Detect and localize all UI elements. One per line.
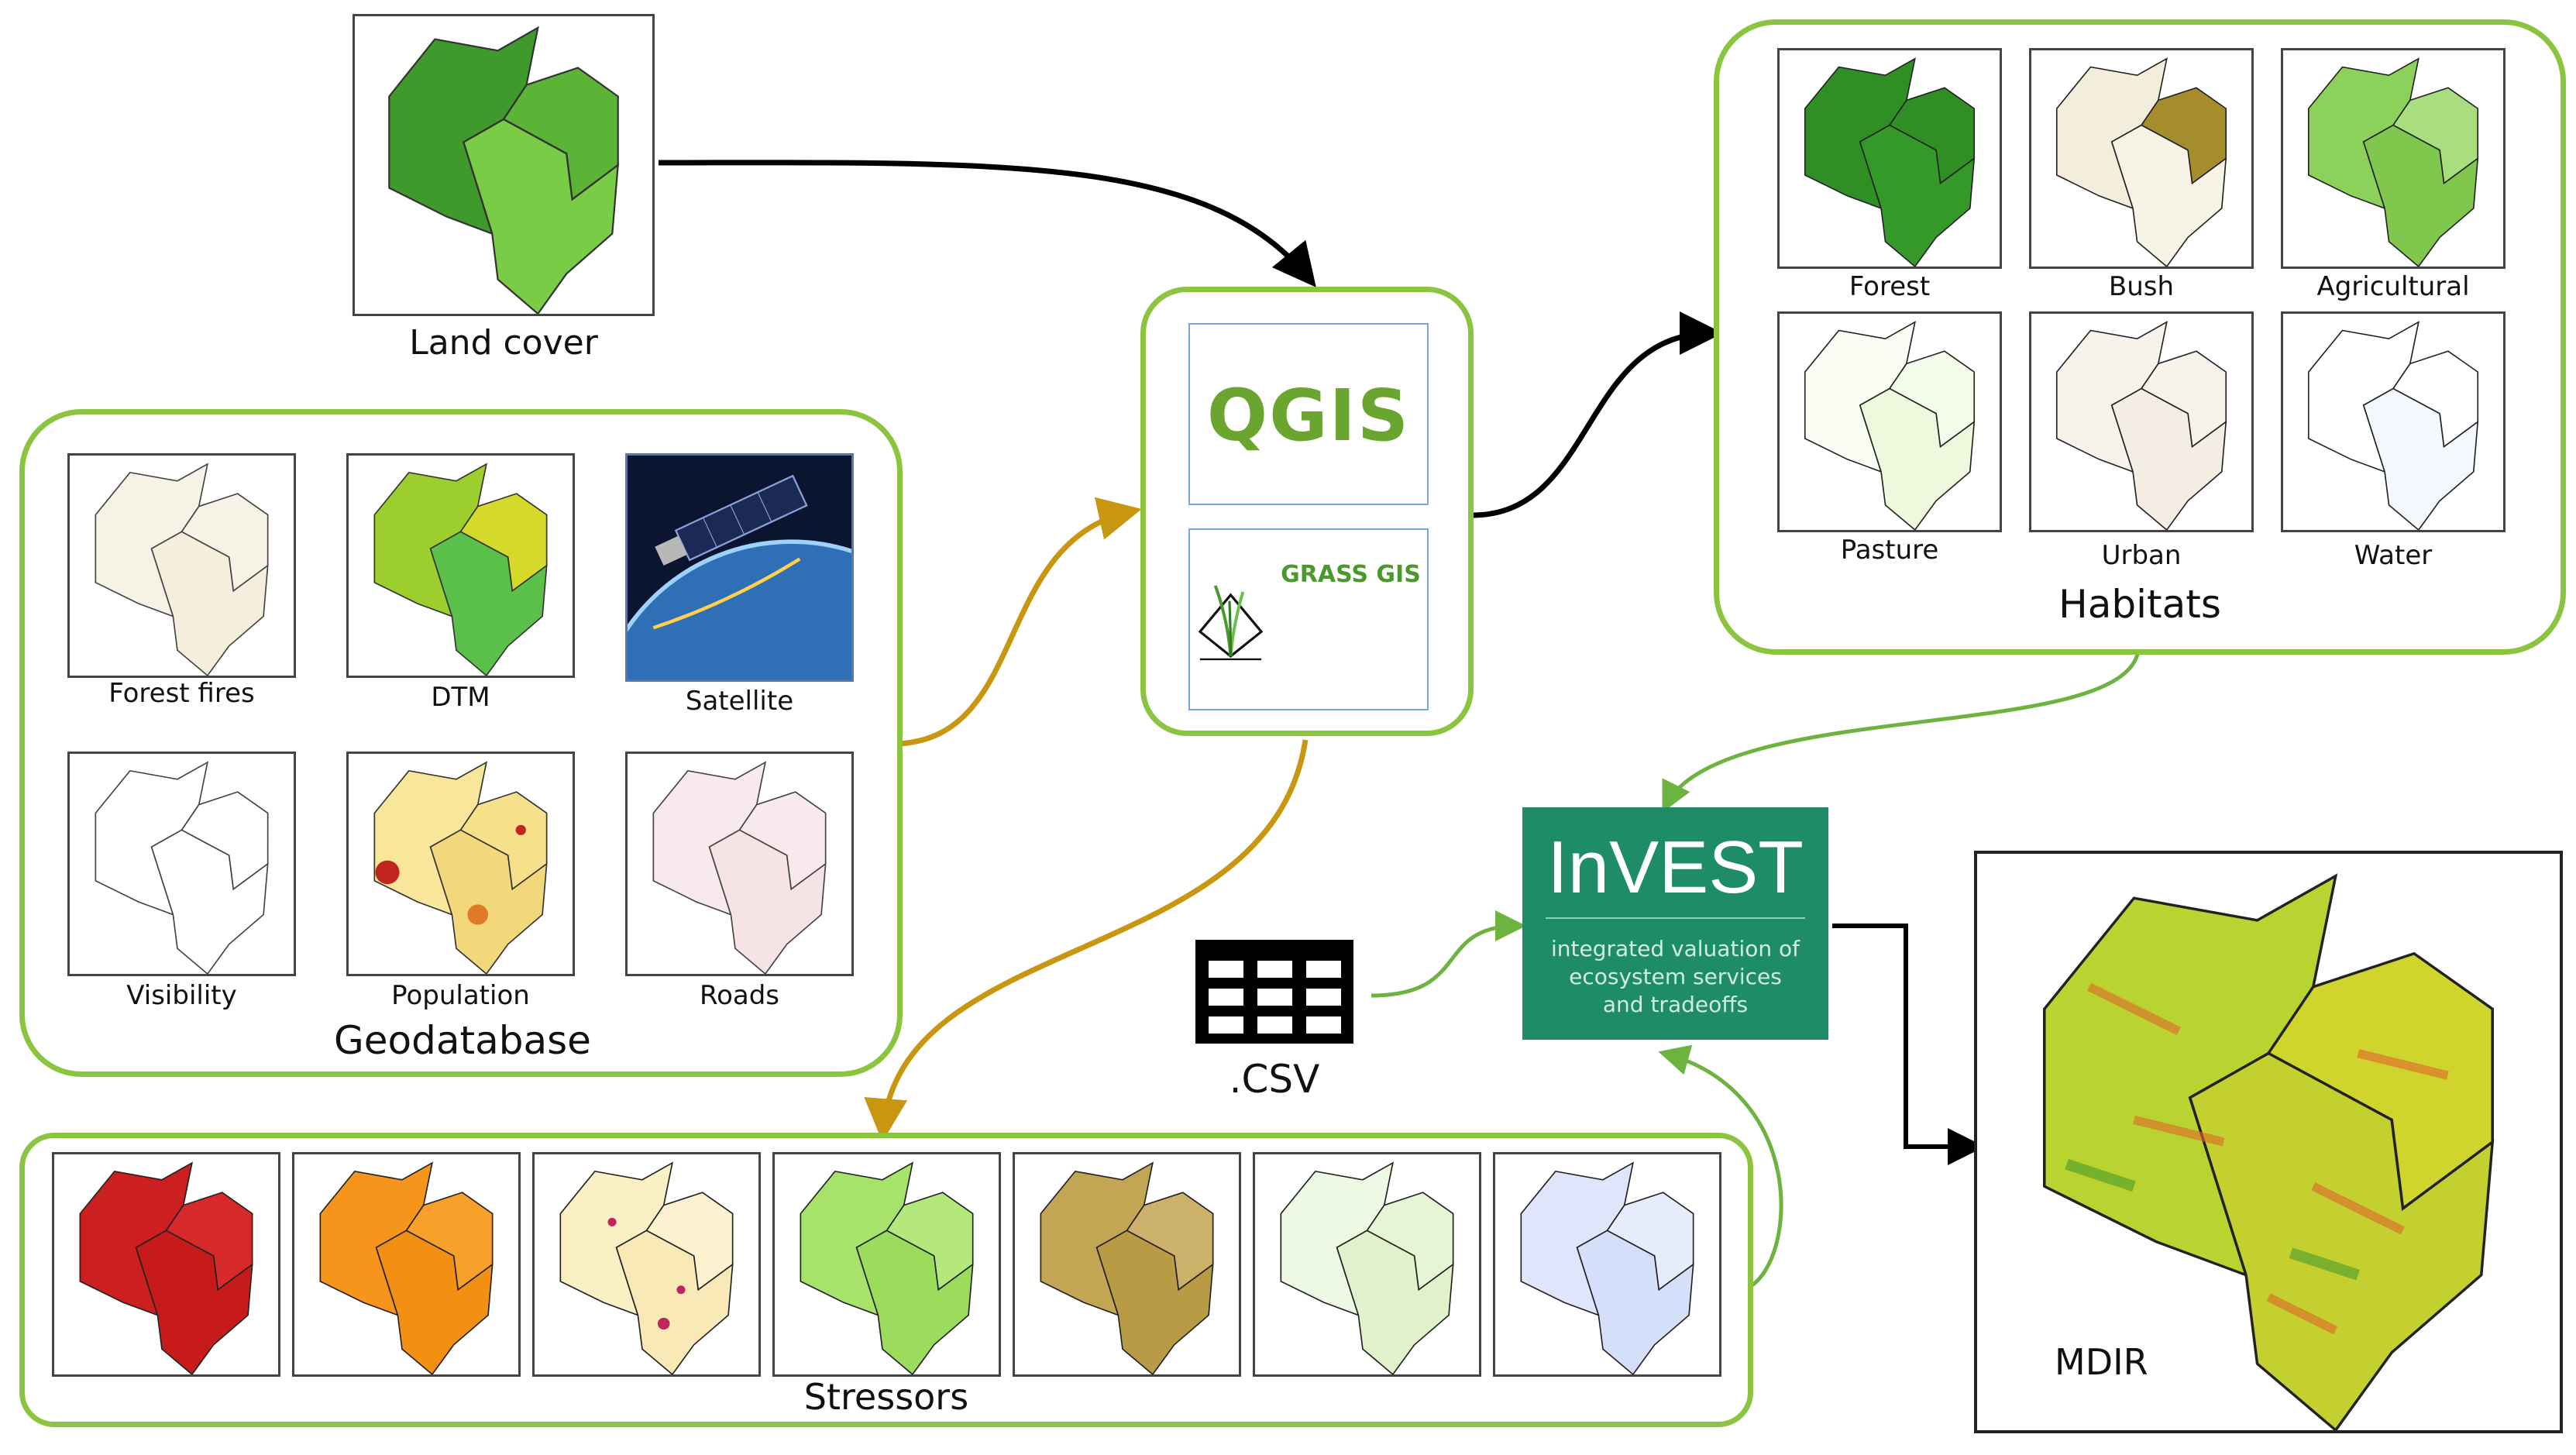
satellite-label: Satellite <box>685 686 794 717</box>
roads-label: Roads <box>699 980 780 1011</box>
agricultural-habitat-map <box>2281 48 2505 269</box>
forest-fires-label: Forest fires <box>108 678 255 709</box>
water-label: Water <box>2354 540 2433 571</box>
stressor-map-1 <box>52 1152 280 1377</box>
habitats-title: Habitats <box>2058 582 2221 627</box>
land-cover-label: Land cover <box>409 323 598 363</box>
grass-diamond-icon <box>1198 585 1264 661</box>
visibility-map <box>67 752 296 976</box>
forest-label: Forest <box>1849 271 1931 302</box>
agricultural-label: Agricultural <box>2316 271 2470 302</box>
urban-label: Urban <box>2101 540 2182 571</box>
land-cover-map <box>353 14 655 316</box>
stressors-title: Stressors <box>803 1376 969 1418</box>
invest-box: InVEST integrated valuation of ecosystem… <box>1522 807 1828 1040</box>
grass-logo-text: GRASS GIS <box>1281 561 1421 588</box>
mdir-label: MDIR <box>2055 1341 2148 1383</box>
qgis-logo: QGIS <box>1206 374 1411 457</box>
stressor-map-5 <box>1013 1152 1241 1377</box>
stressor-map-4 <box>772 1152 1001 1377</box>
invest-subtitle-2: ecosystem services <box>1569 964 1782 989</box>
forest-habitat-map <box>1777 48 2002 269</box>
arrow-landcover-to-qgis <box>658 160 1316 287</box>
csv-label: .CSV <box>1229 1057 1320 1102</box>
water-habitat-map <box>2281 311 2505 532</box>
population-map <box>346 752 575 976</box>
invest-subtitle-1: integrated valuation of <box>1551 936 1800 961</box>
stressor-map-6 <box>1253 1152 1481 1377</box>
arrow-csv-to-invest <box>1371 910 1526 998</box>
grass-logo-box: GRASS GIS <box>1188 528 1429 710</box>
stressor-map-7 <box>1493 1152 1721 1377</box>
satellite-image <box>625 453 854 682</box>
qgis-logo-box: QGIS <box>1188 323 1429 505</box>
forest-fires-map <box>67 453 296 678</box>
processing-group: QGIS GRASS GIS <box>1140 287 1474 736</box>
invest-title: InVEST <box>1547 826 1804 909</box>
bush-habitat-map <box>2029 48 2254 269</box>
urban-habitat-map <box>2029 311 2254 532</box>
geodatabase-group: Forest fires DTM Satellite Visibility Po… <box>19 409 903 1077</box>
visibility-label: Visibility <box>126 980 237 1011</box>
population-label: Population <box>391 980 530 1011</box>
stressors-group: Stressors <box>19 1133 1753 1427</box>
dtm-label: DTM <box>431 682 490 713</box>
arrow-qgis-to-habitats <box>1471 311 1723 518</box>
arrow-invest-to-mdir <box>1832 924 1985 1165</box>
invest-subtitle-3: and tradeoffs <box>1602 992 1749 1017</box>
mdir-result-map: MDIR <box>1974 851 2563 1433</box>
stressor-map-3 <box>532 1152 761 1377</box>
roads-map <box>625 752 854 976</box>
pasture-habitat-map <box>1777 311 2002 532</box>
invest-divider <box>1546 917 1805 919</box>
geodatabase-title: Geodatabase <box>334 1018 591 1063</box>
arrow-geodatabase-to-qgis <box>898 497 1142 747</box>
csv-table-icon <box>1193 937 1356 1046</box>
dtm-map <box>346 453 575 678</box>
habitats-group: Forest Bush Agricultural Pasture Urban W… <box>1714 19 2566 655</box>
arrow-habitats-to-invest <box>1662 650 2141 813</box>
bush-label: Bush <box>2108 271 2175 302</box>
stressor-map-2 <box>292 1152 521 1377</box>
pasture-label: Pasture <box>1840 535 1939 566</box>
